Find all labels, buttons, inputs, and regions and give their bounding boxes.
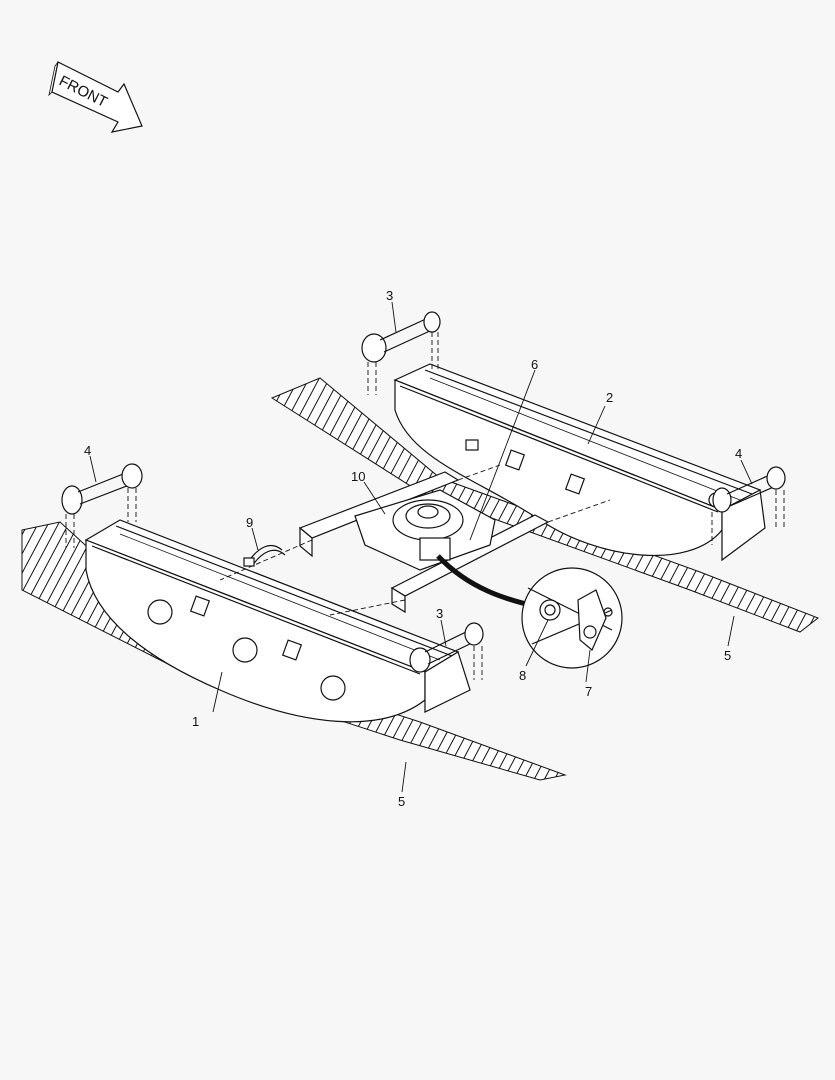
- axle-assembly-rear-3: [361, 311, 441, 395]
- callout-3-front: 3: [436, 606, 443, 621]
- hole: [147, 599, 173, 625]
- track-frame-front: [84, 519, 471, 723]
- callout-5-front: 5: [398, 794, 405, 809]
- axle-assembly-front-3: [409, 622, 484, 680]
- hole: [320, 675, 346, 701]
- callout-9: 9: [246, 515, 253, 530]
- callout-8: 8: [519, 668, 526, 683]
- callout-2: 2: [606, 390, 613, 405]
- hose-assembly: [243, 439, 479, 567]
- callout-10: 10: [351, 469, 365, 484]
- callout-3-rear: 3: [386, 288, 393, 303]
- callout-7: 7: [585, 684, 592, 699]
- detail-view: [436, 554, 623, 669]
- callout-4-rear: 4: [735, 446, 742, 461]
- axle-assembly-rear-4: [711, 466, 786, 545]
- callout-labels: 1 2 3 3 4 4 5 5 6 7 8 9 10: [84, 288, 742, 809]
- leader-lines: [89, 301, 753, 793]
- hole: [232, 637, 258, 663]
- callout-4-front: 4: [84, 443, 91, 458]
- callout-1: 1: [192, 714, 199, 729]
- callout-5-rear: 5: [724, 648, 731, 663]
- axle-assembly-front-4: [61, 463, 143, 548]
- front-arrow-icon: FRONT: [48, 61, 143, 133]
- track-chain-rear: [270, 377, 820, 633]
- callout-6: 6: [531, 357, 538, 372]
